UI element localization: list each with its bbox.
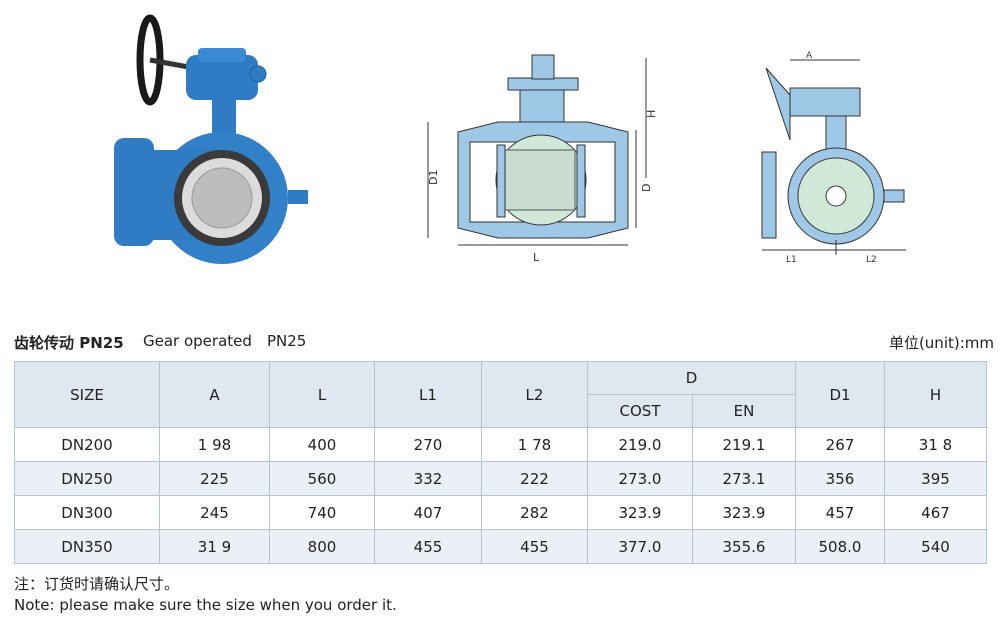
cell: 282 xyxy=(481,495,588,530)
header-cost: COST xyxy=(587,394,693,428)
cell: DN350 xyxy=(14,529,160,564)
title-en: Gear operated xyxy=(143,332,252,350)
label-l: L xyxy=(533,251,540,264)
cell: 273.0 xyxy=(587,461,693,496)
title-pn: PN25 xyxy=(267,332,307,350)
valve-figures: D1 D H L A L1 L2 xyxy=(114,14,906,265)
cell: 560 xyxy=(269,461,375,496)
cell: 400 xyxy=(269,427,375,462)
table-row: DN300 245 740 407 282 323.9 323.9 457 46… xyxy=(14,495,987,530)
table-row: DN250 225 560 332 222 273.0 273.1 356 39… xyxy=(14,461,987,496)
label-a: A xyxy=(806,51,813,61)
side-view-drawing xyxy=(761,59,906,255)
label-h: H xyxy=(645,110,658,118)
order-notes: 注：订货时请确认尺寸。 Note: please make sure the s… xyxy=(14,574,397,616)
cell: 31 8 xyxy=(884,427,987,462)
cell: 457 xyxy=(795,495,885,530)
cell: 1 78 xyxy=(481,427,588,462)
title-cn: 齿轮传动 PN25 xyxy=(14,334,124,352)
header-d1: D1 xyxy=(795,361,885,428)
cell: 323.9 xyxy=(692,495,796,530)
note-en: Note: please make sure the size when you… xyxy=(14,596,397,614)
valve-photo xyxy=(114,14,308,264)
cell: 356 xyxy=(795,461,885,496)
cell: 323.9 xyxy=(587,495,693,530)
cell: 740 xyxy=(269,495,375,530)
note-cn: 注：订货时请确认尺寸。 xyxy=(14,575,180,593)
cell: 1 98 xyxy=(159,427,270,462)
cell: 407 xyxy=(374,495,482,530)
cell: 273.1 xyxy=(692,461,796,496)
label-d: D xyxy=(640,184,653,192)
cell: 395 xyxy=(884,461,987,496)
front-section-drawing xyxy=(427,54,647,246)
cell: 219.0 xyxy=(587,427,693,462)
cell: 377.0 xyxy=(587,529,693,564)
label-l1: L1 xyxy=(786,255,797,265)
cell: 455 xyxy=(374,529,482,564)
cell: 267 xyxy=(795,427,885,462)
cell: DN250 xyxy=(14,461,160,496)
cell: 467 xyxy=(884,495,987,530)
unit-label: 单位(unit):mm xyxy=(888,334,994,352)
label-l2: L2 xyxy=(866,255,877,265)
header-size: SIZE xyxy=(14,361,160,428)
header-en: EN xyxy=(692,394,796,428)
dimension-table: SIZE A L L1 L2 D D1 H COST EN DN200 1 98… xyxy=(14,361,987,564)
cell: 355.6 xyxy=(692,529,796,564)
header-d: D xyxy=(587,361,796,395)
cell: 540 xyxy=(884,529,987,564)
header-l1: L1 xyxy=(374,361,482,428)
table-title-row: 齿轮传动 PN25 Gear operated PN25 单位(unit):mm xyxy=(14,330,994,354)
cell: 225 xyxy=(159,461,270,496)
cell: DN200 xyxy=(14,427,160,462)
cell: 270 xyxy=(374,427,482,462)
cell: 800 xyxy=(269,529,375,564)
cell: 31 9 xyxy=(159,529,270,564)
header-l2: L2 xyxy=(481,361,588,428)
cell: 222 xyxy=(481,461,588,496)
header-l: L xyxy=(269,361,375,428)
label-d1: D1 xyxy=(427,170,440,185)
cell: 455 xyxy=(481,529,588,564)
table-row: DN350 31 9 800 455 455 377.0 355.6 508.0… xyxy=(14,529,987,564)
cell: 332 xyxy=(374,461,482,496)
cell: 508.0 xyxy=(795,529,885,564)
cell: 219.1 xyxy=(692,427,796,462)
table-row: DN200 1 98 400 270 1 78 219.0 219.1 267 … xyxy=(14,427,987,462)
header-a: A xyxy=(159,361,270,428)
cell: 245 xyxy=(159,495,270,530)
cell: DN300 xyxy=(14,495,160,530)
header-h: H xyxy=(884,361,987,428)
